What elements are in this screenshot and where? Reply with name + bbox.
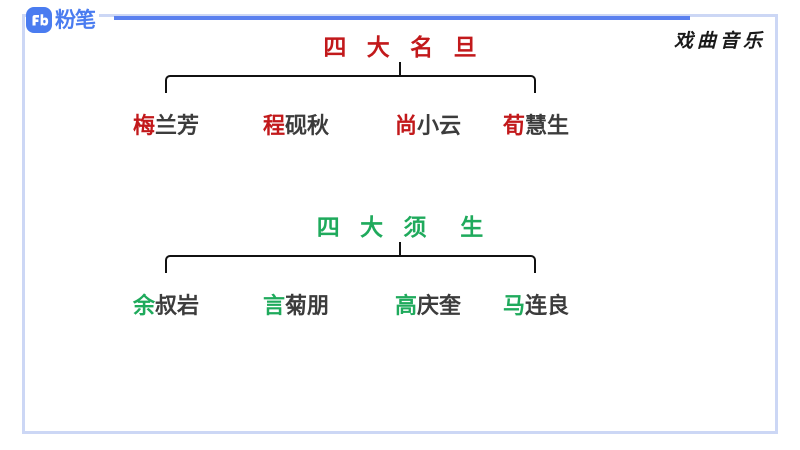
member-givenname: 砚秋: [285, 113, 330, 138]
brand-rule: [114, 16, 690, 20]
group-title: 四 大 须 生: [316, 214, 491, 240]
member-name: 高庆奎: [395, 288, 461, 324]
member-surname: 尚: [395, 113, 418, 138]
group-four-great-dan: 四 大 名 旦 梅兰芳 程砚秋 尚小云 荀慧生: [0, 36, 800, 144]
member-surname: 马: [503, 293, 526, 318]
bracket-stem: [399, 62, 401, 76]
member-givenname: 兰芳: [155, 113, 200, 138]
group-four-great-laosheng: 四 大 须 生 余叔岩 言菊朋 高庆奎 马连良: [0, 216, 800, 324]
member-givenname: 菊朋: [285, 293, 330, 318]
member-givenname: 连良: [525, 293, 570, 318]
fb-logo-icon: [26, 7, 52, 33]
member-surname: 荀: [503, 113, 526, 138]
member-name: 荀慧生: [503, 108, 569, 144]
member-surname: 梅: [133, 113, 156, 138]
member-surname: 言: [263, 293, 286, 318]
bracket-bar: [165, 255, 536, 273]
member-givenname: 慧生: [525, 113, 570, 138]
member-givenname: 庆奎: [417, 293, 462, 318]
corner-title: 戏曲音乐: [673, 30, 766, 52]
member-name: 余叔岩: [133, 288, 199, 324]
member-name: 言菊朋: [263, 288, 329, 324]
member-list: 梅兰芳 程砚秋 尚小云 荀慧生: [0, 108, 800, 144]
member-name: 尚小云: [395, 108, 461, 144]
member-name: 程砚秋: [263, 108, 329, 144]
group-title: 四 大 名 旦: [323, 34, 484, 60]
member-givenname: 叔岩: [155, 293, 200, 318]
member-list: 余叔岩 言菊朋 高庆奎 马连良: [0, 288, 800, 324]
bracket-diagram: [0, 242, 800, 282]
member-surname: 余: [133, 293, 156, 318]
member-name: 梅兰芳: [133, 108, 199, 144]
member-surname: 高: [395, 293, 418, 318]
member-givenname: 小云: [417, 113, 462, 138]
bracket-bar: [165, 75, 536, 93]
member-name: 马连良: [503, 288, 569, 324]
bracket-diagram: [0, 62, 800, 102]
member-surname: 程: [263, 113, 286, 138]
brand-logo: 粉笔: [26, 4, 99, 36]
bracket-stem: [399, 242, 401, 256]
slide-frame: [22, 14, 778, 434]
brand-name: 粉笔: [55, 7, 96, 32]
